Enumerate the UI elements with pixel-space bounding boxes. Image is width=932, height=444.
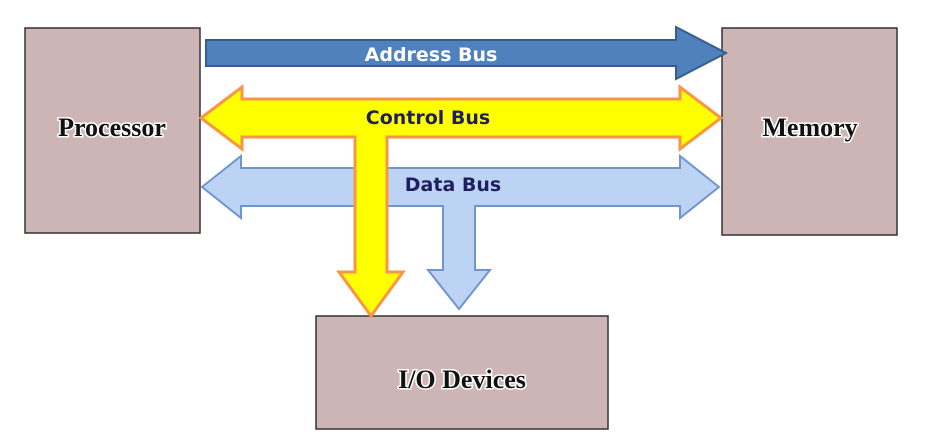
memory-label: Memory (762, 113, 857, 142)
io-devices-box (315, 315, 609, 430)
address-bus-label: Address Bus (365, 44, 498, 66)
address-bus: Address Bus (205, 25, 729, 81)
data-bus-label: Data Bus (405, 174, 501, 196)
processor-box (24, 27, 201, 234)
io-devices-block: I/O Devices (315, 315, 609, 430)
data-bus: Data Bus (200, 153, 721, 311)
processor-label: Processor (58, 113, 166, 142)
processor-block: Processor (24, 27, 201, 234)
address-bus-arrow (205, 25, 729, 81)
control-bus-label: Control Bus (366, 107, 490, 129)
io-devices-label: I/O Devices (398, 365, 526, 394)
control-bus-arrow (198, 83, 724, 319)
memory-box (721, 27, 898, 236)
data-bus-arrow (200, 153, 721, 311)
control-bus: Control Bus (198, 83, 724, 319)
memory-block: Memory (721, 27, 898, 236)
